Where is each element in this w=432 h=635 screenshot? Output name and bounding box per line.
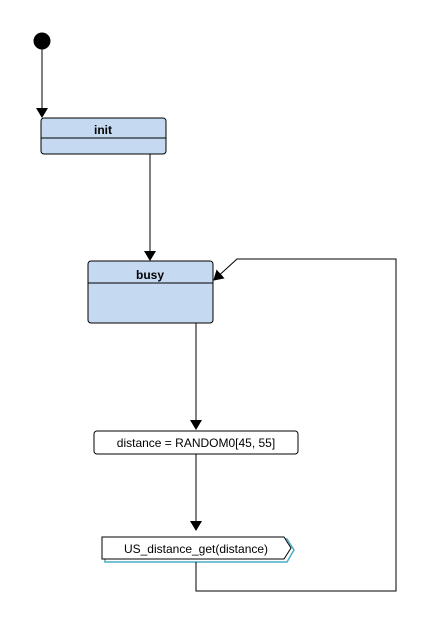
state-busy-box [87, 260, 214, 324]
initial-state-node[interactable] [33, 32, 51, 50]
transition-send-to-busy-loop[interactable] [195, 258, 397, 592]
state-init-label: init [94, 123, 112, 137]
state-busy[interactable]: busy [87, 260, 214, 324]
state-busy-label: busy [136, 268, 164, 282]
action-send-signal[interactable]: US_distance_get(distance) [101, 536, 295, 563]
action-compute-distance[interactable]: distance = RANDOM0[45, 55] [93, 430, 299, 455]
action-compute-label: distance = RANDOM0[45, 55] [117, 436, 275, 450]
send-signal-shape [101, 536, 292, 560]
send-signal-label: US_distance_get(distance) [124, 542, 268, 556]
state-init-box [40, 117, 167, 155]
state-init[interactable]: init [40, 117, 167, 155]
